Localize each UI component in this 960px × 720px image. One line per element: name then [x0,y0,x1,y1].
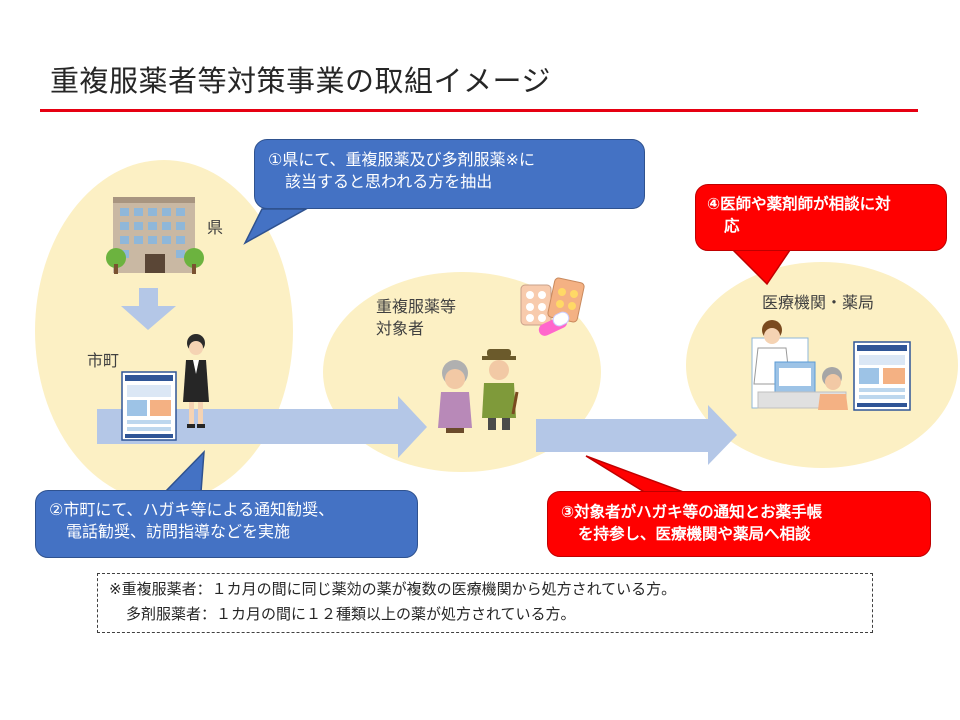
target-label-line2: 対象者 [376,319,425,338]
elderly-couple-icon [438,349,519,433]
callout-step2-line2: 電話勧奨、訪問指導などを実施 [66,522,291,541]
callout-step4-line1: ④医師や薬剤師が相談に対 [707,195,891,213]
callout-step3: ③対象者がハガキ等の通知とお薬手帳 を持参し、医療機関や薬局へ相談 [547,491,931,557]
callout4-tail [731,249,792,286]
down-arrow [121,288,176,330]
footnote-box: ※重複服薬者：１カ月の間に同じ薬効の薬が複数の医療機関から処方されている方。 多… [97,573,873,633]
callout2-tail [163,450,205,493]
callout1-tail [243,208,309,245]
target-label: 重複服薬等 対象者 [376,296,456,340]
callout3-tail [585,455,687,494]
callout-step2: ②市町にて、ハガキ等による通知勧奨、 電話勧奨、訪問指導などを実施 [35,490,418,558]
pills-icon [520,277,585,336]
municipality-label: 市町 [87,351,120,370]
target-label-line1: 重複服薬等 [376,297,457,316]
flow-arrow-to-target [97,396,427,458]
callout-step4-line2: 応 [724,217,740,235]
callout-step2-line1: ②市町にて、ハガキ等による通知勧奨、 [49,500,335,519]
pharmacist-consultation-icon [751,320,848,410]
postcard-icon [121,371,177,441]
callout-step1: ①県にて、重複服薬及び多剤服薬※に 該当すると思われる方を抽出 [254,139,645,209]
footnote-line1: ※重複服薬者：１カ月の間に同じ薬効の薬が複数の医療機関から処方されている方。 [109,580,677,598]
leaflet-icon [853,341,911,411]
callout-step3-line2: を持参し、医療機関や薬局へ相談 [578,525,811,543]
callout-step4: ④医師や薬剤師が相談に対 応 [695,184,947,251]
staff-person-icon [183,334,209,428]
callout-step1-line1: ①県にて、重複服薬及び多剤服薬※に [268,150,535,169]
medical-label: 医療機関・薬局 [762,293,875,312]
footnote-line2: 多剤服薬者：１カ月の間に１２種類以上の薬が処方されている方。 [126,605,576,623]
callout-step1-line2: 該当すると思われる方を抽出 [285,172,493,191]
prefecture-label: 県 [207,218,224,237]
title-underline [40,109,918,112]
page-title: 重複服薬者等対策事業の取組イメージ [50,64,551,98]
building-icon [106,197,204,274]
callout-step3-line1: ③対象者がハガキ等の通知とお薬手帳 [561,503,823,521]
flow-arrow-to-medical [536,405,737,465]
